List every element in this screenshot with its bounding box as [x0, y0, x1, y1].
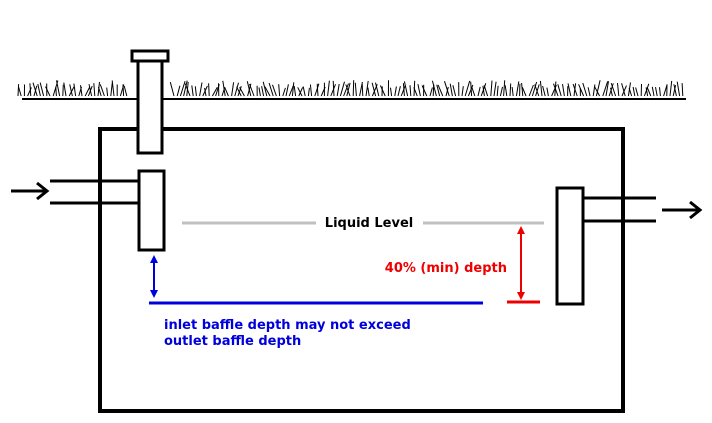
min-depth-label: 40% (min) depth — [385, 261, 507, 276]
outlet-pipe — [583, 196, 656, 223]
arrow-right-icon — [11, 181, 50, 201]
outlet-baffle — [555, 186, 585, 306]
access-riser — [136, 58, 164, 155]
grass-texture — [17, 80, 684, 97]
inlet-baffle-note-line1: inlet baffle depth may not exceed — [164, 318, 411, 333]
tank-body — [98, 127, 625, 413]
arrow-right-icon — [662, 200, 703, 220]
inlet-baffle-note-line2: outlet baffle depth — [164, 334, 301, 349]
inlet-pipe — [50, 179, 139, 205]
inlet-baffle — [137, 169, 166, 252]
access-riser-cap — [130, 49, 170, 63]
liquid-level-label: Liquid Level — [325, 216, 413, 231]
